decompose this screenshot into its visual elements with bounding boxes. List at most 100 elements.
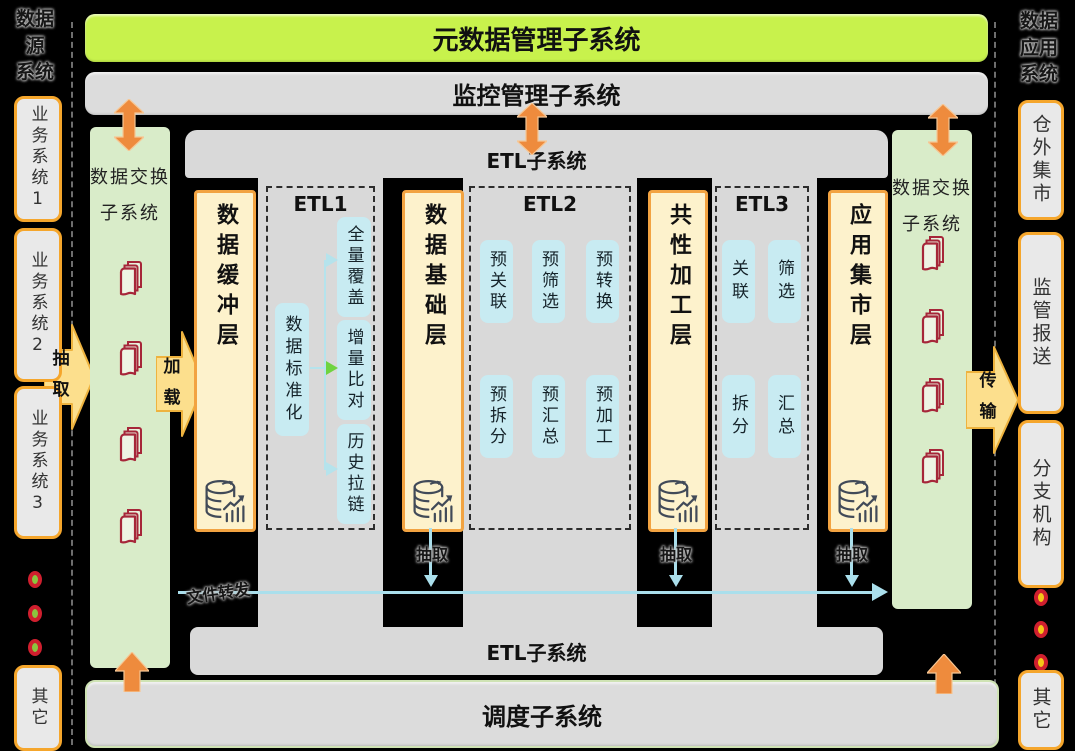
etl2-pre-transform-label: 预转换: [592, 250, 612, 313]
etl2-pre-split-label: 预拆分: [486, 385, 506, 448]
scheduling-subsystem-bar: 调度子系统: [85, 680, 999, 748]
right-other-label: 其它: [1029, 687, 1052, 733]
etl2-group-box: ETL2: [469, 186, 631, 530]
business-system-2-box: 业务系统2: [14, 228, 62, 382]
right-other-box: 其它: [1018, 670, 1064, 750]
up-arrow-right: [927, 654, 961, 694]
etl3-aggregate-box: 汇总: [768, 375, 801, 458]
layer-title: 共性加工层: [666, 203, 691, 353]
file-icon: [115, 508, 145, 546]
etl1-full-coverage-box: 全量覆盖: [337, 217, 371, 317]
etl1-history-chain-label: 历史拉链: [343, 432, 364, 516]
double-arrow-right: [928, 104, 958, 156]
transmit-arrow-label: 传输: [979, 371, 997, 422]
left-ellipsis-dot: [28, 571, 42, 588]
etl1-connector-arrowhead-green: [326, 361, 338, 375]
file-icon: [917, 377, 947, 415]
extract-down-label: 抽取: [659, 545, 692, 564]
business-system-1-box: 业务系统1: [14, 96, 62, 222]
extract-down-line: [429, 528, 432, 578]
external-mart-label: 仓外集市: [1029, 114, 1052, 206]
etl-subsystem-bottom-band: ETL子系统: [190, 627, 883, 675]
load-arrow: [156, 331, 204, 437]
regulatory-reporting-box: 监管报送: [1018, 232, 1064, 414]
etl1-history-chain-box: 历史拉链: [337, 424, 371, 524]
etl2-pre-process-box: 预加工: [586, 375, 619, 458]
database-icon: [655, 477, 701, 523]
layer-column-data-foundation: 数据基础层: [402, 190, 464, 532]
left-other-box: 其它: [14, 665, 62, 751]
layer-column-application-mart: 应用集市层: [828, 190, 888, 532]
exchange-left-label-1: 数据交换: [90, 167, 170, 188]
file-icon: [917, 235, 947, 273]
etl1-group-label: ETL1: [293, 192, 348, 216]
left-ellipsis-dot: [28, 639, 42, 656]
scheduling-subsystem-label: 调度子系统: [482, 702, 602, 731]
etl3-associate-label: 关联: [728, 258, 748, 305]
extract-down-arrowhead: [669, 575, 683, 587]
database-icon: [202, 477, 248, 523]
extract-arrow-label: 抽取: [52, 349, 70, 400]
etl1-connector-vertical-line: [324, 260, 326, 470]
etl3-associate-box: 关联: [722, 240, 755, 323]
extract-down-arrowhead: [424, 575, 438, 587]
layer-title: 数据基础层: [421, 203, 446, 353]
etl1-full-coverage-label: 全量覆盖: [343, 225, 364, 309]
file-icon: [115, 426, 145, 464]
file-icon: [115, 260, 145, 298]
etl2-pre-transform-box: 预转换: [586, 240, 619, 323]
business-system-3-label: 业务系统3: [27, 408, 48, 517]
business-system-2-label: 业务系统2: [27, 251, 48, 359]
etl3-aggregate-label: 汇总: [774, 393, 794, 440]
layer-column-common-processing: 共性加工层: [648, 190, 708, 532]
etl2-group-label: ETL2: [523, 192, 577, 216]
etl1-connector-stub-line: [310, 367, 325, 369]
double-arrow-left: [114, 99, 144, 151]
branch-office-box: 分支机构: [1018, 420, 1064, 588]
etl1-connector-arrowhead: [326, 462, 338, 476]
etl3-filter-box: 筛选: [768, 240, 801, 323]
file-forward-arrowhead: [872, 583, 888, 601]
left-other-label: 其它: [27, 687, 48, 729]
etl2-pre-aggregate-box: 预汇总: [532, 375, 565, 458]
up-arrow-left: [115, 652, 149, 692]
business-system-3-box: 业务系统3: [14, 386, 62, 539]
data-exchange-subsystem-right: 数据交换 子系统: [892, 130, 972, 609]
extract-down-arrowhead: [845, 575, 859, 587]
etl3-group-box: ETL3: [715, 186, 809, 530]
etl1-incremental-compare-label: 增量比对: [343, 328, 364, 412]
layer-column-data-buffer: 数据缓冲层: [194, 190, 256, 532]
etl2-pre-associate-label: 预关联: [486, 250, 506, 313]
exchange-right-label-1: 数据交换: [892, 178, 972, 199]
etl-subsystem-bottom-label: ETL子系统: [486, 640, 587, 665]
exchange-right-label-2: 子系统: [902, 214, 962, 235]
layer-title: 应用集市层: [846, 203, 871, 353]
transmit-arrow: [966, 346, 1018, 454]
metadata-subsystem-bar: 元数据管理子系统: [85, 14, 988, 62]
etl3-filter-label: 筛选: [774, 258, 794, 305]
etl1-group-box: ETL1: [266, 186, 375, 530]
etl3-group-label: ETL3: [735, 192, 789, 216]
etl3-split-box: 拆分: [722, 375, 755, 458]
etl2-pre-associate-box: 预关联: [480, 240, 513, 323]
etl2-pre-process-label: 预加工: [592, 385, 612, 448]
etl1-incremental-compare-box: 增量比对: [337, 320, 371, 420]
data-source-system-title: 数据 源 系统: [15, 8, 54, 84]
right-ellipsis-dot: [1034, 589, 1048, 606]
external-mart-box: 仓外集市: [1018, 100, 1064, 220]
etl2-pre-filter-box: 预筛选: [532, 240, 565, 323]
etl3-split-label: 拆分: [728, 393, 748, 440]
extract-down-line: [850, 528, 853, 578]
metadata-subsystem-label: 元数据管理子系统: [432, 25, 641, 56]
etl-subsystem-top-label: ETL子系统: [486, 149, 587, 173]
file-icon: [115, 340, 145, 378]
layer-title: 数据缓冲层: [213, 203, 238, 353]
database-icon: [410, 477, 456, 523]
etl2-pre-filter-label: 预筛选: [538, 250, 558, 313]
branch-office-label: 分支机构: [1029, 458, 1052, 550]
business-system-1-label: 业务系统1: [27, 105, 48, 213]
load-arrow-label: 加载: [163, 357, 181, 408]
extract-down-label: 抽取: [835, 545, 868, 564]
extract-down-line: [674, 528, 677, 578]
